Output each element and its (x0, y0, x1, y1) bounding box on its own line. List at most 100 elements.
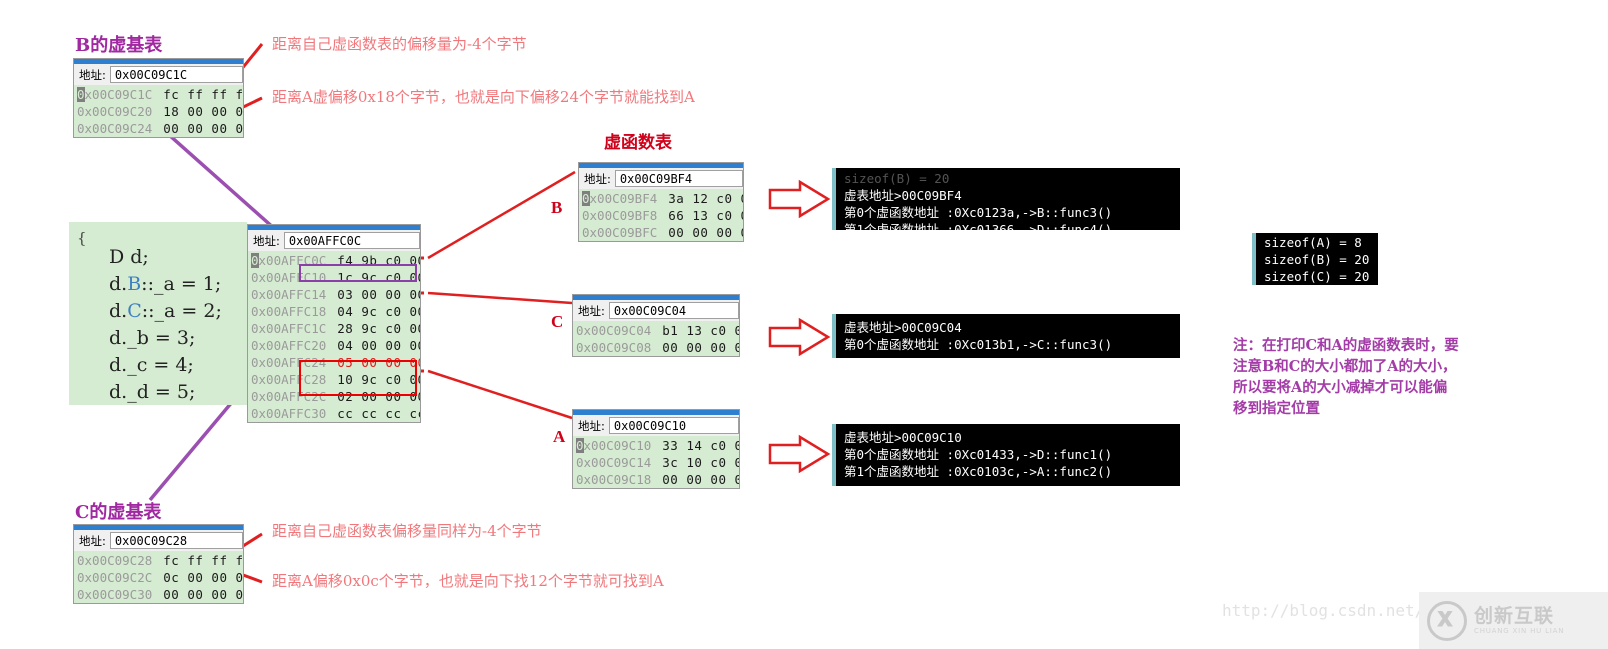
address-label: 地址: (578, 418, 605, 433)
row-address: 0x00C09BFC (582, 225, 658, 240)
code-post: ::_a = 1; (141, 273, 222, 295)
row-hex: 0c 00 00 00 (163, 570, 244, 585)
watermark-url: http://blog.csdn.net/ (1222, 601, 1425, 620)
row-hex: 3c 10 c0 00 (662, 455, 739, 470)
address-input[interactable]: 0x00C09C10 (608, 417, 739, 434)
row-hex: 03 00 00 00 (337, 287, 421, 302)
console-sizeof-edge (1252, 233, 1256, 285)
memory-row: 0x00C09C20 18 00 00 00 (74, 103, 243, 120)
address-label: 地址: (79, 533, 106, 548)
vftable-title: 虚函数表 (604, 133, 672, 153)
address-label: 地址: (578, 303, 605, 318)
row-address: 0x00C09BF4 (582, 191, 658, 206)
row-address: 0x00C09C24 (77, 121, 153, 136)
row-hex: 00 00 00 00 (163, 121, 244, 136)
side-note-line: 所以要将A的大小减掉才可以能偏 (1233, 379, 1448, 396)
address-label: 地址: (79, 67, 106, 82)
row-hex: 00 00 00 00 (662, 340, 739, 355)
b-note-2: 距离A虚偏移0x18个字节，也就是向下偏移24个字节就能找到A (272, 88, 695, 106)
code-pre: d. (109, 300, 128, 322)
b-note-1: 距离自己虚函数表的偏移量为-4个字节 (272, 35, 527, 53)
code-line: d._c = 4; (69, 352, 247, 379)
window-titlebar (74, 59, 243, 64)
side-note-line: 注意B和C的大小都加了A的大小， (1233, 358, 1457, 375)
code-pre: D (109, 246, 125, 268)
address-bar: 地址: 0x00C09C10 (573, 415, 739, 436)
memory-rows: 0x00C09C1C fc ff ff ff 0x00C09C20 18 00 … (74, 85, 243, 137)
row-address: 0x00C09C28 (77, 553, 153, 568)
console-c-line: 虚表地址>00C09C04 (844, 320, 962, 335)
console-a-line: 虚表地址>00C09C10 (844, 430, 962, 445)
memory-row: 0x00AFFC18 04 9c c0 00 (248, 303, 420, 320)
row-address: 0x00C09C08 (576, 340, 652, 355)
brand-name: 创新互联 (1474, 604, 1555, 627)
console-a-line: 第1个虚函数地址 :0Xc0103c,->A::func2() (844, 464, 1113, 479)
address-bar: 地址: 0x00C09C1C (74, 64, 243, 85)
window-titlebar (573, 295, 739, 300)
code-line: d.C::_a = 2; (69, 298, 247, 325)
label-c: C (551, 312, 564, 331)
address-bar: 地址: 0x00AFFC0C (248, 230, 420, 251)
brand-logo-icon (1427, 600, 1467, 641)
memory-row: 0x00AFFC30 cc cc cc cc (248, 405, 420, 422)
code-line: d.B::_a = 1; (69, 271, 247, 298)
address-input[interactable]: 0x00C09C28 (109, 532, 243, 549)
row-address: 0x00AFFC30 (251, 406, 327, 421)
row-address: 0x00C09C04 (576, 323, 652, 338)
row-address: 0x00C09C10 (576, 438, 652, 453)
row-hex: 00 00 00 00 (668, 225, 743, 240)
address-input[interactable]: 0x00C09C04 (608, 302, 739, 319)
memory-caret: 0 (251, 253, 259, 268)
row-hex: 3a 12 c0 00 (668, 191, 743, 206)
row-hex: cc cc cc cc (337, 406, 421, 421)
memory-row: 0x00C09BF4 3a 12 c0 00 (579, 190, 743, 207)
label-a: A (553, 427, 566, 446)
memory-row: 0x00C09BFC 00 00 00 00 (579, 224, 743, 241)
address-input[interactable]: 0x00C09BF4 (614, 170, 743, 187)
console-b-line: 虚表地址>00C09BF4 (844, 188, 962, 203)
console-b-edge (832, 168, 836, 230)
row-hex: 02 00 00 00 (337, 389, 421, 404)
row-address: 0x00AFFC24 (251, 355, 327, 370)
row-hex: 33 14 c0 00 (662, 438, 739, 453)
row-hex: b1 13 c0 00 (662, 323, 739, 338)
row-hex: 28 9c c0 00 (337, 321, 421, 336)
address-bar: 地址: 0x00C09C04 (573, 300, 739, 321)
console-b-clipped-line: sizeof(B) = 20 (844, 171, 950, 186)
window-titlebar (74, 525, 243, 530)
row-hex: 10 9c c0 00 (337, 372, 421, 387)
row-hex: 04 9c c0 00 (337, 304, 421, 319)
memory-row: 0x00C09C14 3c 10 c0 00 (573, 454, 739, 471)
row-hex: fc ff ff ff (163, 87, 244, 102)
row-hex: 00 00 00 00 (163, 587, 244, 602)
memory-row: 0x00C09C04 b1 13 c0 00 (573, 322, 739, 339)
console-a-line: 第0个虚函数地址 :0Xc01433,->D::func1() (844, 447, 1113, 462)
memory-caret: 0 (576, 438, 584, 453)
row-address: 0x00C09C30 (77, 587, 153, 602)
address-input[interactable]: 0x00AFFC0C (283, 232, 420, 249)
row-hex: 04 00 00 00 (337, 338, 421, 353)
memory-rows: 0x00C09C04 b1 13 c0 00 0x00C09C08 00 00 00 … (573, 321, 739, 356)
memory-row: 0x00AFFC1C 28 9c c0 00 (248, 320, 420, 337)
side-note-line: 注：在打印C和A的虚函数表时，要 (1233, 337, 1459, 354)
row-address: 0x00C09C14 (576, 455, 652, 470)
brand-subtitle: CHUANG XIN HU LIAN (1474, 626, 1565, 635)
row-hex: 00 00 00 00 (662, 472, 739, 487)
address-bar: 地址: 0x00C09BF4 (579, 168, 743, 189)
address-input[interactable]: 0x00C09C1C (109, 66, 243, 83)
console-sizeof: sizeof(A) = 8 sizeof(B) = 20 sizeof(C) =… (1256, 233, 1378, 285)
row-address: 0x00AFFC18 (251, 304, 327, 319)
row-address: 0x00AFFC1C (251, 321, 327, 336)
sizeof-line: sizeof(B) = 20 (1264, 252, 1370, 267)
row-address: 0x00C09BF8 (582, 208, 658, 223)
code-post: ::_a = 2; (141, 300, 222, 322)
sizeof-line: sizeof(C) = 20 (1264, 269, 1370, 284)
